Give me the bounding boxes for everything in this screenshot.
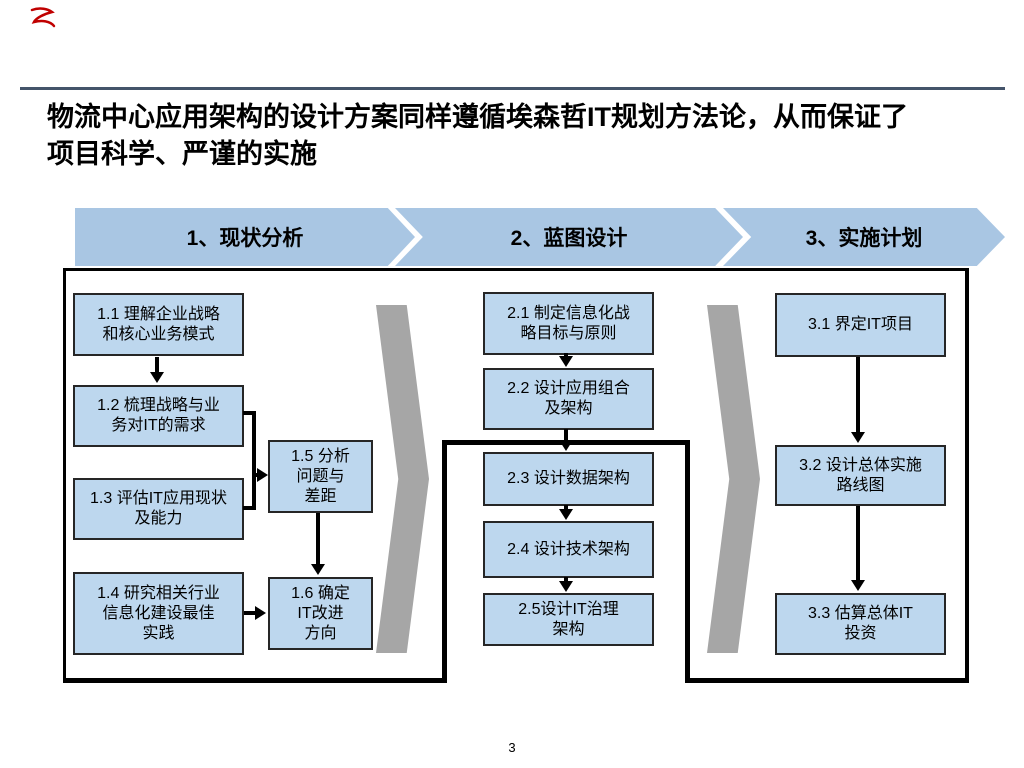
step-box-3-3: 3.3 估算总体IT 投资: [775, 593, 946, 655]
step-box-1-5: 1.5 分析 问题与 差距: [268, 440, 373, 513]
inner-container-left-edge: [442, 440, 447, 683]
phase-banner-3: 3、实施计划: [723, 208, 1005, 266]
phase-banner-3-label: 3、实施计划: [805, 227, 923, 250]
step-box-2-5: 2.5设计IT治理 架构: [483, 593, 654, 646]
phase-banner-1-label: 1、现状分析: [186, 227, 304, 250]
phase-banner-1: 1、现状分析: [75, 208, 415, 266]
phase-banner-2: 2、蓝图设计: [395, 208, 743, 266]
step-box-2-2: 2.2 设计应用组合 及架构: [483, 368, 654, 430]
slide-title: 物流中心应用架构的设计方案同样遵循埃森哲IT规划方法论，从而保证了 项目科学、严…: [47, 99, 997, 173]
step-box-1-4: 1.4 研究相关行业 信息化建设最佳 实践: [73, 572, 244, 655]
phase2-to-phase3-chevron-icon: [707, 305, 760, 653]
step-box-2-1: 2.1 制定信息化战 略目标与原则: [483, 292, 654, 355]
phase-banner-2-label: 2、蓝图设计: [510, 227, 628, 250]
step-box-3-2: 3.2 设计总体实施 路线图: [775, 445, 946, 506]
frame-top-edge: [63, 268, 969, 271]
step-box-1-2: 1.2 梳理战略与业 务对IT的需求: [73, 385, 244, 447]
step-box-1-3: 1.3 评估IT应用现状 及能力: [73, 478, 244, 540]
title-divider-rule: [20, 87, 1005, 90]
page-number: 3: [508, 740, 516, 755]
red-watermark-logo: [30, 7, 56, 28]
step-box-1-1: 1.1 理解企业战略 和核心业务模式: [73, 293, 244, 356]
slide-title-line2: 项目科学、严谨的实施: [47, 139, 317, 169]
frame-bottom-right-edge: [687, 678, 969, 683]
frame-right-edge: [965, 268, 969, 683]
step-box-3-1: 3.1 界定IT项目: [775, 293, 946, 357]
frame-bottom-left-edge: [63, 678, 447, 683]
frame-left-edge: [63, 268, 66, 683]
slide-title-line1: 物流中心应用架构的设计方案同样遵循埃森哲IT规划方法论，从而保证了: [47, 102, 908, 132]
phase1-to-phase2-chevron-icon: [376, 305, 429, 653]
inner-container-right-edge: [685, 440, 690, 683]
step-box-2-3: 2.3 设计数据架构: [483, 452, 654, 506]
step-box-2-4: 2.4 设计技术架构: [483, 521, 654, 578]
step-box-1-6: 1.6 确定 IT改进 方向: [268, 577, 373, 650]
